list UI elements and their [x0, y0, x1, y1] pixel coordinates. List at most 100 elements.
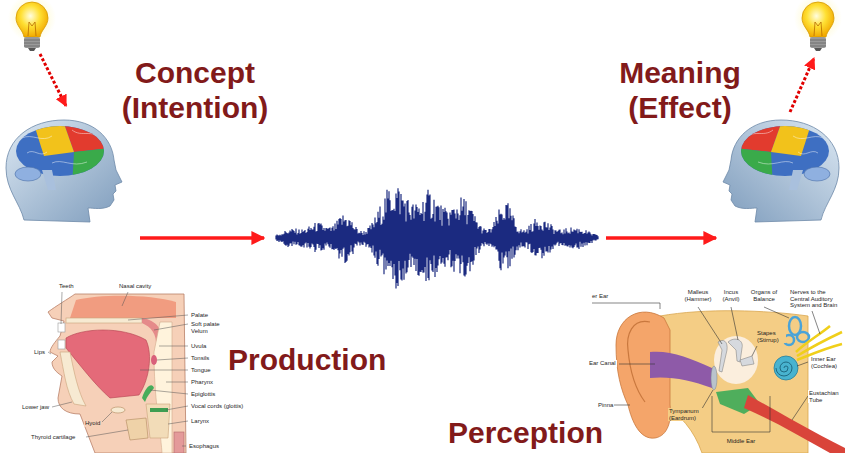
ear-figure — [797, 332, 809, 342]
stage-label: Concept (Intention) — [90, 56, 300, 125]
part-label: Organs of Balance — [747, 289, 781, 302]
leader-line — [168, 421, 188, 424]
ear-figure — [718, 340, 727, 372]
leader-line — [102, 412, 112, 422]
part-label: Larynx — [190, 418, 210, 425]
leader-line — [48, 352, 51, 354]
speech-waveform — [276, 188, 598, 288]
thought-arrow — [40, 54, 66, 106]
part-label: Middle Ear — [726, 438, 757, 445]
part-label: Incus (Anvil) — [717, 289, 745, 302]
ear-figure — [660, 311, 808, 453]
ear-figure — [728, 339, 742, 362]
ear-figure — [711, 366, 717, 390]
vocal-tract-figure — [150, 408, 168, 412]
vocal-tract-figure — [146, 404, 170, 438]
ear-figure — [740, 356, 754, 366]
leader-line — [592, 303, 660, 309]
ear-figure — [744, 395, 845, 453]
vocal-tract-figure — [48, 294, 186, 453]
flow-arrow — [140, 236, 264, 240]
vocal-tract-figure — [58, 323, 65, 332]
part-label: Nasal cavity — [118, 283, 152, 290]
vocal-tract-figure — [60, 352, 86, 406]
speech-waveform — [276, 188, 598, 288]
leader-line — [52, 402, 72, 407]
part-label: Pharynx — [190, 379, 214, 386]
part-label: Malleus (Hammer) — [681, 289, 715, 302]
leader-line — [159, 346, 188, 347]
head-figure — [723, 118, 843, 222]
leader-line — [764, 307, 789, 318]
ear-figure — [650, 352, 712, 388]
lightbulb-icon — [8, 0, 56, 51]
leader-line — [166, 382, 188, 383]
leader-line — [812, 311, 820, 334]
ear-figure — [714, 336, 758, 384]
part-label: Esophagus — [188, 443, 220, 450]
ear-figure — [616, 311, 845, 453]
leader-line — [48, 292, 188, 446]
leader-line — [150, 390, 188, 394]
part-label: Vocal cords (glottis) — [190, 403, 244, 410]
vocal-tract-figure — [151, 355, 157, 365]
part-label: Eustachian Tube — [808, 390, 842, 403]
leader-line — [154, 324, 188, 330]
vocal-tract-figure — [70, 296, 176, 318]
vocal-tract-figure — [142, 385, 154, 402]
part-label: Pinna — [597, 402, 614, 409]
leader-line — [166, 406, 188, 410]
head-figure — [2, 118, 122, 222]
part-label: Lower jaw — [21, 404, 50, 411]
part-label: Palate — [190, 312, 209, 319]
part-label: er Ear — [591, 293, 609, 300]
leader-line — [619, 364, 655, 365]
part-label: Tonsils — [190, 355, 210, 362]
part-label: Uvula — [190, 343, 207, 350]
vocal-tract-figure — [66, 318, 142, 323]
stage-label: Production — [228, 343, 386, 378]
leader-line — [86, 430, 128, 437]
part-label: Hyoid — [84, 420, 101, 427]
thought-arrow — [790, 58, 814, 112]
ear-figure — [628, 321, 650, 402]
leader-line — [731, 307, 738, 340]
leader-line — [128, 315, 188, 320]
lightbulb-icon — [794, 0, 842, 51]
leader-line — [614, 405, 630, 406]
part-label: Lips — [33, 349, 46, 356]
vocal-tract-figure — [48, 294, 186, 453]
part-label: Soft palate Velum — [190, 321, 226, 334]
part-label: Tympanum (Eardrum) — [668, 408, 706, 421]
leader-line — [140, 370, 188, 371]
vocal-tract-figure — [111, 407, 125, 413]
lightbulb-icon — [8, 0, 842, 51]
leader-line — [698, 307, 722, 344]
part-label: Nerves to the Central Auditory System an… — [789, 289, 842, 309]
leader-line — [712, 396, 770, 432]
stage-label: Meaning (Effect) — [580, 56, 780, 125]
ear-figure — [776, 362, 792, 376]
leader-line — [157, 358, 188, 360]
leader-line — [182, 446, 186, 447]
part-label: Inner Ear (Cochlea) — [810, 356, 842, 369]
part-label: Stapes (Stirrup) — [756, 330, 786, 343]
part-label: Teeth — [58, 283, 75, 290]
vocal-tract-figure — [58, 340, 65, 349]
part-label: Thyroid cartilage — [30, 434, 76, 441]
flow-arrow — [606, 236, 716, 240]
leader-line — [592, 303, 820, 432]
leader-line — [792, 396, 808, 420]
leader-line — [752, 346, 757, 356]
leader-line — [61, 292, 62, 324]
vocal-tract-figure — [174, 432, 184, 453]
leader-line — [797, 362, 808, 366]
part-label: Epiglottis — [190, 391, 216, 398]
vocal-tract-figure — [126, 418, 148, 440]
leader-line — [122, 292, 128, 306]
part-label: Ear Canal — [588, 360, 617, 367]
part-label: Tongue — [190, 367, 212, 374]
stage-label: Perception — [448, 416, 603, 451]
ear-figure — [774, 356, 798, 380]
